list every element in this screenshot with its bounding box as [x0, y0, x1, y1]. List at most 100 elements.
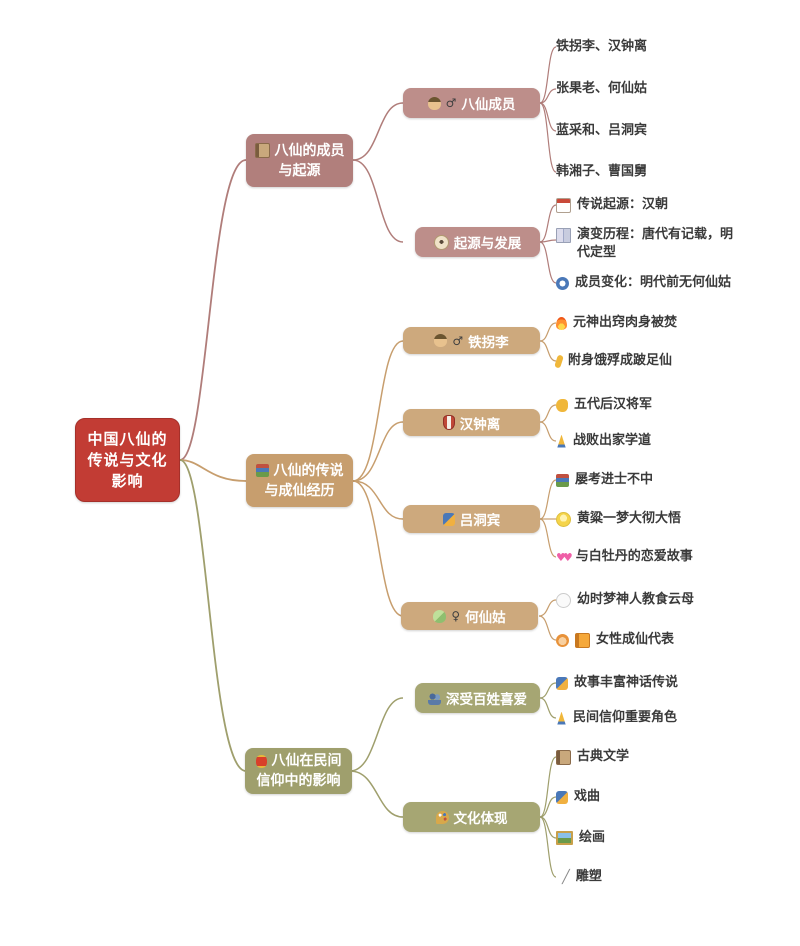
leaf-text: 战败出家学道 — [573, 433, 652, 448]
child-node-origin-development[interactable]: 起源与发展 — [415, 227, 540, 257]
branch-label-2: 与成仙经历 — [264, 482, 335, 499]
books-icon — [255, 464, 269, 477]
leaf-item[interactable]: 女性成仙代表 — [556, 631, 674, 649]
chisel-icon — [562, 871, 570, 884]
male-sign: ♂ — [445, 96, 457, 110]
leaf-item[interactable]: 五代后汉将军 — [556, 396, 652, 414]
branch-node-legends[interactable]: 八仙的传说 与成仙经历 — [246, 454, 353, 507]
notebook-icon — [254, 143, 270, 158]
leaf-text: 屡考进士不中 — [575, 472, 654, 487]
bulb-icon — [556, 511, 571, 527]
leaf-text: 与白牡丹的恋爱故事 — [575, 549, 693, 564]
leg-icon — [554, 353, 564, 369]
leaf-item[interactable]: 黄粱一梦大彻大悟 — [556, 510, 681, 528]
leaf-text: 民间信仰重要角色 — [573, 710, 678, 725]
shield-icon — [442, 415, 455, 430]
leaf-item[interactable]: 幼时梦神人教食云母 — [556, 591, 694, 609]
leaf-text: 铁拐李、汉钟离 — [556, 39, 648, 54]
leaf-text: 演变历程：唐代有记载，明代定型 — [577, 227, 734, 260]
lantern-icon — [255, 754, 267, 768]
mage-icon — [427, 96, 441, 110]
palette-icon — [435, 810, 449, 824]
leaf-item[interactable]: 与白牡丹的恋爱故事 — [556, 548, 693, 566]
thought-bubble-icon — [556, 592, 571, 608]
open-book-icon — [556, 228, 571, 243]
child-label: 起源与发展 — [453, 236, 522, 252]
leaf-text: 附身饿殍成跛足仙 — [568, 353, 673, 368]
pray-icon — [557, 434, 566, 448]
picture-frame-icon — [556, 831, 573, 845]
theater-masks-icon — [442, 512, 455, 526]
busts-icon — [428, 691, 441, 705]
leaf-item[interactable]: 民间信仰重要角色 — [556, 709, 677, 727]
child-node-tieguaili[interactable]: ♂ 铁拐李 — [403, 327, 540, 354]
leaf-item[interactable]: 古典文学 — [556, 748, 629, 766]
leaf-item[interactable]: 传说起源：汉朝 — [556, 196, 668, 214]
root-line-3: 影响 — [111, 471, 144, 490]
leaf-text: 成员变化：明代前无何仙姑 — [575, 275, 732, 290]
leaf-text: 元神出窍肉身被焚 — [573, 315, 678, 330]
fire-icon — [556, 316, 567, 330]
compass-clock-icon — [433, 234, 449, 250]
leaf-item[interactable]: 战败出家学道 — [556, 432, 651, 450]
branch-node-folk-influence[interactable]: 八仙在民间 信仰中的影响 — [245, 748, 352, 794]
branch-node-members-origin[interactable]: 八仙的成员 与起源 — [246, 134, 353, 187]
leaf-item[interactable]: 雕塑 — [562, 868, 602, 886]
child-node-hexiangu[interactable]: ♀ 何仙姑 — [401, 602, 538, 630]
branch-label: 八仙的传说 — [273, 462, 344, 479]
woman-icon — [556, 633, 569, 647]
child-label: 文化体现 — [453, 811, 508, 827]
leaf-item[interactable]: 成员变化：明代前无何仙姑 — [556, 274, 731, 292]
root-line-1: 中国八仙的 — [87, 429, 168, 448]
child-node-hanzhongli[interactable]: 汉钟离 — [403, 409, 540, 436]
orange-book-icon — [575, 632, 590, 648]
leaf-text: 韩湘子、曹国舅 — [556, 164, 648, 179]
theater-masks-icon — [556, 676, 568, 690]
fairy-icon — [433, 609, 447, 623]
leaf-item[interactable]: 元神出窍肉身被焚 — [556, 314, 677, 332]
leaf-text: 故事丰富神话传说 — [574, 675, 679, 690]
child-label: 八仙成员 — [461, 97, 516, 113]
root-node[interactable]: 中国八仙的 传说与文化 影响 — [75, 418, 180, 502]
branch-label-2: 与起源 — [278, 162, 321, 179]
mage-icon — [434, 334, 448, 347]
leaf-item[interactable]: 屡考进士不中 — [556, 471, 653, 489]
child-node-ludongbin[interactable]: 吕洞宾 — [403, 505, 540, 533]
pray-icon — [557, 711, 566, 725]
leaf-text: 女性成仙代表 — [596, 632, 675, 647]
child-node-cultural-expression[interactable]: 文化体现 — [403, 802, 540, 832]
child-label: 汉钟离 — [459, 416, 501, 433]
leaf-text: 五代后汉将军 — [574, 397, 653, 412]
leaf-item[interactable]: 绘画 — [556, 829, 605, 847]
branch-label: 八仙在民间 — [271, 753, 342, 769]
female-sign: ♀ — [451, 609, 461, 623]
leaf-item[interactable]: 蓝采和、吕洞宾 — [556, 122, 647, 140]
leaf-item[interactable]: 张果老、何仙姑 — [556, 80, 647, 98]
theater-masks-icon — [556, 790, 568, 804]
child-node-beloved[interactable]: 深受百姓喜爱 — [415, 683, 540, 713]
leaf-item[interactable]: 故事丰富神话传说 — [556, 674, 678, 692]
branch-label-2: 信仰中的影响 — [256, 773, 341, 789]
leaf-text: 传说起源：汉朝 — [577, 197, 669, 212]
leaf-item[interactable]: 韩湘子、曹国舅 — [556, 163, 647, 181]
child-label: 何仙姑 — [465, 610, 506, 626]
child-node-eight-members[interactable]: ♂ 八仙成员 — [403, 88, 540, 118]
books-icon — [556, 473, 569, 487]
leaf-item[interactable]: 铁拐李、汉钟离 — [556, 38, 647, 56]
male-sign: ♂ — [452, 333, 464, 348]
leaf-text: 古典文学 — [577, 749, 630, 764]
muscle-icon — [556, 398, 568, 412]
leaf-text: 黄粱一梦大彻大悟 — [577, 511, 682, 526]
leaf-text: 雕塑 — [575, 869, 602, 884]
leaf-text: 绘画 — [579, 830, 606, 845]
two-hearts-icon — [556, 551, 570, 564]
leaf-text: 幼时梦神人教食云母 — [577, 592, 695, 607]
leaf-text: 张果老、何仙姑 — [556, 81, 648, 96]
branch-label: 八仙的成员 — [274, 142, 345, 159]
refresh-icon — [556, 276, 569, 290]
leaf-item[interactable]: 附身饿殍成跛足仙 — [554, 352, 673, 370]
leaf-item[interactable]: 戏曲 — [556, 788, 600, 806]
child-label: 吕洞宾 — [459, 513, 501, 529]
leaf-item[interactable]: 演变历程：唐代有记载，明代定型 — [556, 226, 741, 262]
